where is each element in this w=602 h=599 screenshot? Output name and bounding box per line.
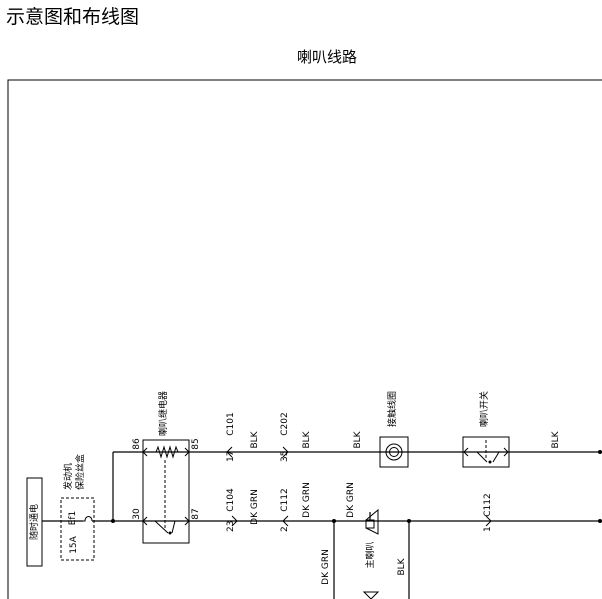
supply-label: 随时通电 [28, 504, 40, 540]
c112a-label: C112 [280, 488, 290, 511]
horn-switch-contact [470, 451, 504, 463]
c104-pin: 23 [226, 521, 236, 532]
relay-pin-30: 30 [132, 508, 142, 520]
wire-label-dkgrn-3: DK GRN [346, 482, 356, 518]
relay-pin-86: 86 [132, 438, 142, 450]
wire-label-blk-1: BLK [250, 430, 260, 448]
junction-dot [111, 519, 115, 523]
main-horn-label: 主喇叭 [364, 541, 376, 568]
fusebox-label-2: 保险丝盒 [74, 454, 86, 490]
page-title: 示意图和布线图 [6, 6, 140, 28]
wire-label-blk-5: BLK [397, 557, 407, 575]
wire-label-blk-3: BLK [353, 430, 363, 448]
fusebox-label-1: 发动机 [62, 463, 74, 490]
c112a-pin: 2 [280, 526, 290, 532]
c112b-pin: 1 [483, 526, 493, 532]
wire-label-dkgrn-2: DK GRN [302, 482, 312, 518]
horn-switch-label: 喇叭开关 [478, 391, 490, 427]
relay-pin-85: 85 [191, 438, 201, 449]
connector-c202-symbol [282, 446, 289, 458]
c112b-label: C112 [483, 493, 493, 516]
horn-switch [462, 436, 510, 468]
diagram-frame [7, 79, 602, 599]
c101-pin: 17 [226, 451, 236, 462]
relay-contact-dot [168, 531, 172, 535]
edge-dot-bottom [598, 519, 602, 523]
second-horn-bell [362, 591, 380, 599]
fuse-name: Ef1 [68, 511, 78, 526]
wire-label-blk-4: BLK [551, 430, 561, 448]
relay-pin-87: 87 [191, 508, 201, 519]
connector-c104-symbol [231, 515, 238, 527]
horn-relay [142, 439, 190, 544]
horn-switch-terminals [463, 447, 509, 457]
wire-label-dkgrn-1: DK GRN [250, 489, 260, 525]
c101-label: C101 [226, 412, 236, 435]
contact-coil-ring-inner [389, 447, 399, 457]
relay-terminal-marks [142, 447, 190, 526]
edge-dot-top [598, 450, 602, 454]
fuse-rating: 15A [69, 535, 79, 553]
horn-switch-dot [488, 460, 492, 464]
contact-coil [379, 436, 409, 468]
connector-c101-symbol [226, 446, 233, 458]
engine-fusebox [60, 497, 95, 561]
relay-coil [152, 445, 182, 459]
supply-box [26, 477, 43, 567]
diagram-title: 喇叭线路 [297, 48, 357, 66]
c202-pin: 35 [280, 451, 290, 462]
relay-contact [152, 520, 182, 534]
connector-c112-left-symbol [282, 515, 289, 527]
relay-label: 喇叭继电器 [157, 391, 169, 436]
c202-label: C202 [280, 412, 290, 435]
wire-label-dkgrn-4: DK GRN [321, 549, 331, 585]
connector-c112-right-symbol [485, 515, 492, 527]
fuse-symbol [83, 516, 93, 522]
c104-label: C104 [226, 488, 236, 512]
main-horn-bell [365, 508, 379, 535]
contact-coil-ring-outer [385, 443, 403, 461]
coil-label: 接触线圈 [386, 391, 398, 427]
wire-label-blk-2: BLK [302, 430, 312, 448]
